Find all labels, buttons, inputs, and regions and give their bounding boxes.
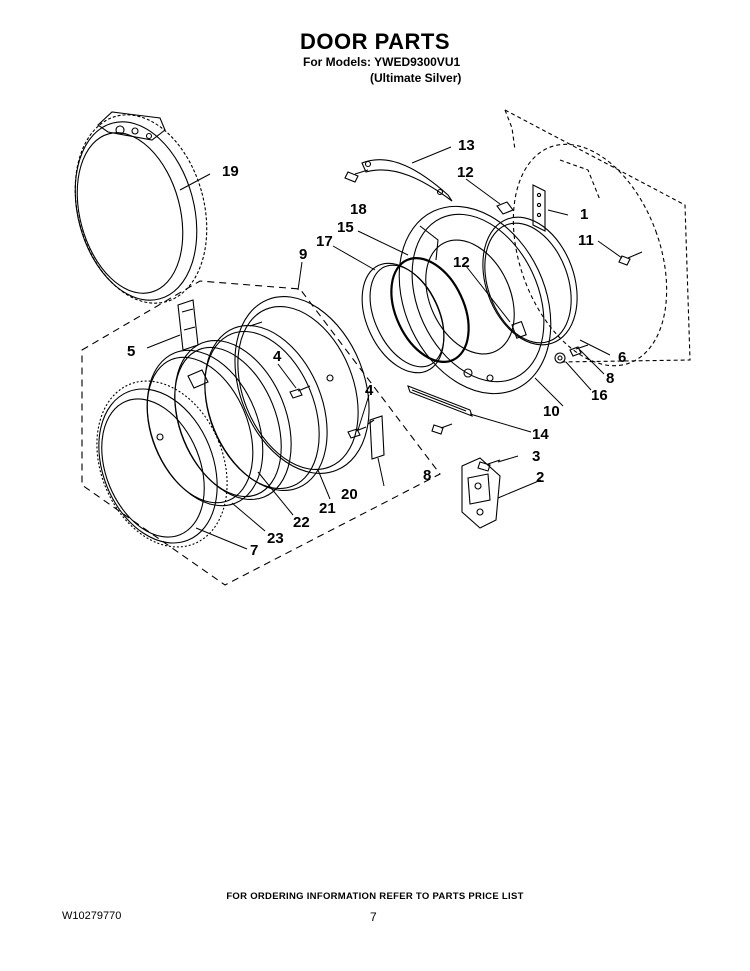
callout-13: 13 [458,137,475,154]
part-1-hinge-block [532,184,546,232]
callout-12-top: 12 [457,164,474,181]
models-line: For Models: YWED9300VU1 [303,55,461,69]
callout-labels: 19 13 12 18 1 11 15 17 9 12 5 4 6 8 16 4… [127,137,626,559]
callout-18: 18 [350,201,367,218]
part-7-outer-ring [96,380,228,548]
ordering-note: FOR ORDERING INFORMATION REFER TO PARTS … [226,891,524,902]
part-8-screw-bottom [431,423,453,435]
callout-19: 19 [222,163,239,180]
callout-17: 17 [316,233,333,250]
callout-8-bottom: 8 [423,467,431,484]
part-4-screw-right [347,426,367,439]
part-4-screw-left [289,385,311,399]
page-number: 7 [370,910,377,924]
part-13-strap [361,159,453,202]
callout-9: 9 [299,246,307,263]
part-21-ring [204,324,328,492]
part-17-glass [361,262,445,374]
part-14-bar [407,385,473,417]
part-8-screw-right [569,344,589,357]
part-11-screw [618,251,643,266]
callout-15: 15 [337,219,354,236]
callout-23: 23 [267,530,284,547]
callout-2: 2 [536,469,544,486]
part-22-ring [174,339,292,501]
callout-11: 11 [578,232,594,249]
part-16-plug [554,352,566,364]
door-inner-panel [398,205,552,395]
cabinet-front [504,109,691,367]
part-23-trim [146,349,264,507]
part-18-screw [344,169,369,183]
document-number: W10279770 [62,910,122,922]
part-12-clip-top [496,201,514,215]
part-20-bracket [367,415,385,460]
callout-12-mid: 12 [453,254,470,271]
callout-4-right: 4 [365,382,374,399]
color-line: (Ultimate Silver) [370,71,462,85]
page-title: DOOR PARTS [299,29,451,54]
part-2-latch [461,457,501,529]
callout-20: 20 [341,486,358,503]
part-6-gasket [482,216,578,346]
callout-10: 10 [543,403,560,420]
callout-5: 5 [127,343,135,360]
callout-3: 3 [532,448,540,465]
leader-lines [146,146,623,550]
part-19-ring [74,111,208,304]
part-5-handle [177,299,199,351]
part-15-window-gasket [390,257,470,363]
callout-14: 14 [532,426,549,443]
callout-4-left: 4 [273,348,282,365]
callout-16: 16 [591,387,608,404]
callout-8-right: 8 [606,370,614,387]
part-9-door-liner [234,296,370,474]
callout-6: 6 [618,349,626,366]
callout-1: 1 [580,206,588,223]
callout-21: 21 [319,500,336,517]
callout-22: 22 [293,514,310,531]
callout-7: 7 [250,542,258,559]
assembly-9-outline [81,280,441,586]
